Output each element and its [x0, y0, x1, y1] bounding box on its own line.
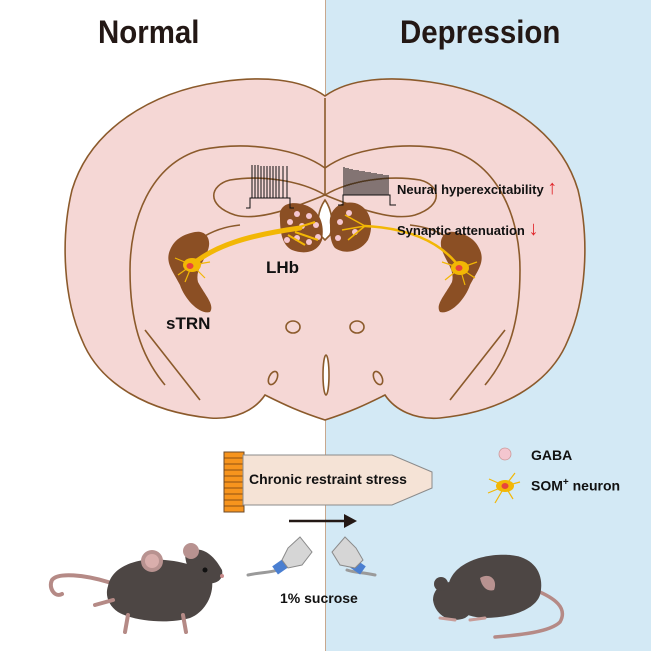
- legend-som-suffix: neuron: [568, 477, 621, 494]
- legend-gaba-label: GABA: [531, 447, 573, 463]
- strn-label: sTRN: [166, 314, 211, 333]
- strn-left-nucleus: [168, 231, 212, 313]
- effect-synaptic-attenuation-text: Synaptic attenuation: [397, 223, 525, 238]
- brain-section: [64, 78, 586, 421]
- depressed-mouse: [433, 554, 565, 639]
- effect-hyperexcitability: Neural hyperexcitability ↑: [397, 177, 557, 200]
- projection-right: [363, 224, 462, 270]
- legend-som-text: SOM: [531, 477, 563, 494]
- som-neuron-legend-marker: [487, 472, 521, 504]
- sucrose-bottle-right: [331, 536, 377, 577]
- effect-synaptic-attenuation: Synaptic attenuation ↓: [397, 218, 538, 241]
- capsule-line-right: [449, 329, 506, 401]
- small-structure-left: [267, 370, 279, 386]
- legend-som-superscript: +: [562, 477, 569, 488]
- cortex-inner-line-right: [324, 145, 521, 386]
- cortex-inner-line: [129, 145, 326, 386]
- som-neuron-right: [441, 261, 478, 286]
- arrow-up-icon: ↑: [547, 177, 558, 199]
- mammillary-left: [322, 354, 330, 396]
- normal-mouse: [48, 543, 224, 634]
- sucrose-bottle-left: [246, 536, 313, 577]
- brain-outline: [64, 78, 586, 421]
- timeline-arrow: [289, 514, 357, 528]
- projection-right-branch: [341, 214, 366, 241]
- sucrose-label: 1% sucrose: [280, 590, 358, 606]
- gaba-legend-marker: [498, 447, 512, 461]
- legend-som-neuron-label: SOM+ neuron: [531, 477, 620, 494]
- lhb-label: LHb: [266, 258, 300, 277]
- ventricle-right: [324, 177, 437, 218]
- chronic-restraint-stress-label: Chronic restraint stress: [249, 471, 407, 487]
- spike-trace-normal: [246, 165, 294, 209]
- spike-trace-depression: [338, 167, 396, 206]
- som-neuron-left: [174, 257, 211, 283]
- restraint-tube: [223, 451, 433, 513]
- effect-hyperexcitability-text: Neural hyperexcitability: [397, 182, 544, 197]
- fornix-left: [285, 320, 301, 334]
- lhb-nuclei: [279, 202, 372, 253]
- heading-depression: Depression: [400, 14, 561, 50]
- projection-left-branch: [287, 221, 319, 246]
- projection-left: [189, 225, 303, 268]
- heading-normal: Normal: [98, 14, 200, 50]
- capsule-line-left: [144, 329, 201, 401]
- arrow-down-icon: ↓: [528, 218, 539, 240]
- fornix-right: [349, 320, 365, 334]
- small-structure-right: [372, 370, 384, 386]
